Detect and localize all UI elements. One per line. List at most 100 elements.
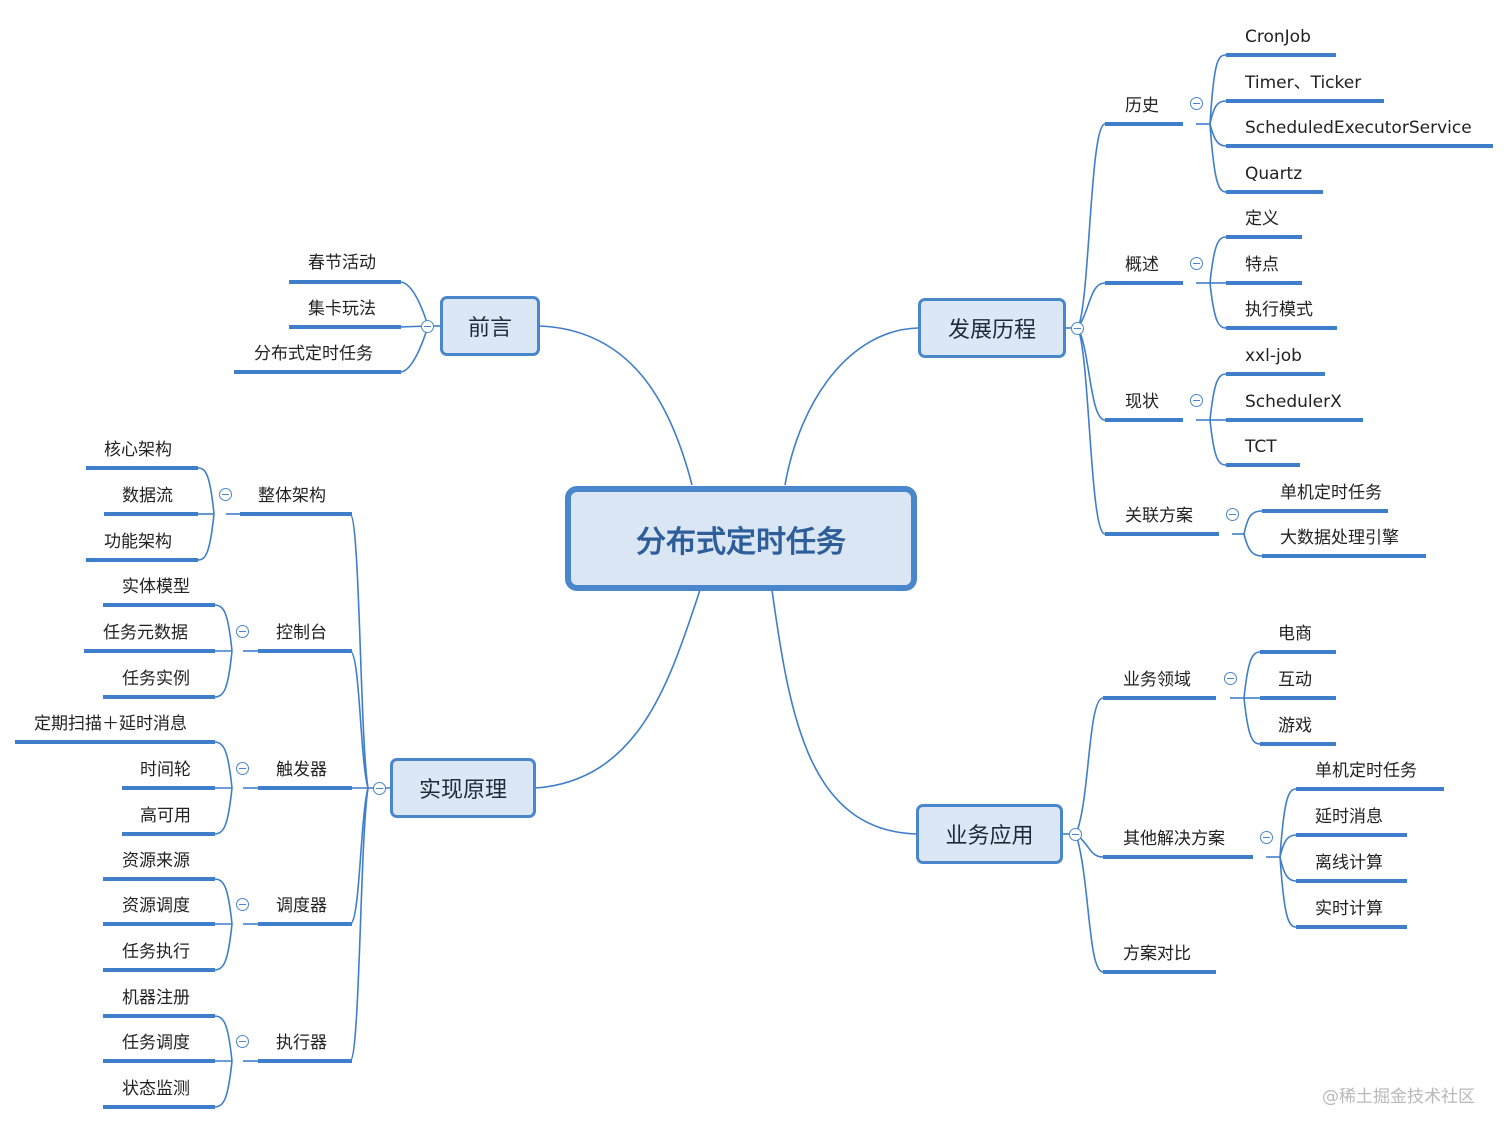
leaf-xxl-job[interactable]: xxl-job (1245, 346, 1302, 366)
underline (1260, 742, 1336, 746)
leaf-preface-1[interactable]: 春节活动 (308, 253, 376, 273)
topic-preface[interactable]: 前言 (440, 296, 540, 356)
topic-application[interactable]: 业务应用 (916, 804, 1063, 864)
topic-principle[interactable]: 实现原理 (390, 758, 536, 818)
subtopic-trigger[interactable]: 触发器 (276, 760, 327, 780)
leaf-definition[interactable]: 定义 (1245, 209, 1279, 229)
leaf-state-monitor[interactable]: 状态监测 (122, 1079, 190, 1099)
underline (103, 695, 215, 699)
subtopic-hist[interactable]: 历史 (1125, 96, 1159, 116)
underline (1262, 509, 1388, 513)
link-center-application (771, 589, 917, 835)
leaf-ha[interactable]: 高可用 (140, 806, 191, 826)
collapse-toggle-history[interactable] (1071, 322, 1084, 335)
collapse-toggle-principle[interactable] (373, 782, 386, 795)
leaf-entity-model[interactable]: 实体模型 (122, 577, 190, 597)
subtopic-console[interactable]: 控制台 (276, 623, 327, 643)
collapse-toggle-preface[interactable] (421, 320, 434, 333)
leaf-task-dispatch[interactable]: 任务调度 (122, 1033, 190, 1053)
collapse-toggle-executor[interactable] (236, 1035, 249, 1048)
subtopic-executor[interactable]: 执行器 (276, 1033, 327, 1053)
underline (103, 922, 215, 926)
leaf-res-source[interactable]: 资源来源 (122, 851, 190, 871)
collapse-toggle-other[interactable] (1260, 831, 1273, 844)
subtopic-compare[interactable]: 方案对比 (1123, 944, 1191, 964)
collapse-toggle-console[interactable] (236, 625, 249, 638)
leaf-task-meta[interactable]: 任务元数据 (103, 623, 188, 643)
leaf-func-arch[interactable]: 功能架构 (104, 532, 172, 552)
subtopic-status[interactable]: 现状 (1125, 392, 1159, 412)
leaf-offline-compute[interactable]: 离线计算 (1315, 853, 1383, 873)
leaf-exec-mode[interactable]: 执行模式 (1245, 300, 1313, 320)
leaf-quartz[interactable]: Quartz (1245, 164, 1303, 184)
underline (15, 740, 215, 744)
leaf-bigdata[interactable]: 大数据处理引擎 (1280, 528, 1399, 548)
underline (258, 922, 352, 926)
topic-history[interactable]: 发展历程 (918, 298, 1066, 358)
subtopic-related[interactable]: 关联方案 (1125, 506, 1193, 526)
collapse-toggle-arch[interactable] (219, 488, 232, 501)
subtopic-scheduler[interactable]: 调度器 (276, 896, 327, 916)
leaf-single-task[interactable]: 单机定时任务 (1280, 483, 1382, 503)
collapse-toggle-trigger[interactable] (236, 762, 249, 775)
leaf-ecommerce[interactable]: 电商 (1278, 624, 1312, 644)
subtopic-other[interactable]: 其他解决方案 (1123, 829, 1225, 849)
collapse-toggle-related[interactable] (1226, 508, 1239, 521)
link-h-related (1077, 327, 1106, 535)
leaf-realtime-compute[interactable]: 实时计算 (1315, 899, 1383, 919)
leaf-core-arch[interactable]: 核心架构 (104, 440, 172, 460)
leaf-tct[interactable]: TCT (1245, 437, 1277, 457)
underline (1226, 144, 1493, 148)
collapse-toggle-overview[interactable] (1190, 257, 1203, 270)
underline (1226, 53, 1336, 57)
leaf-app-single-task[interactable]: 单机定时任务 (1315, 761, 1417, 781)
collapse-toggle-scheduler[interactable] (236, 898, 249, 911)
underline (86, 558, 198, 562)
leaf-cronjob[interactable]: CronJob (1245, 27, 1311, 47)
underline (1105, 532, 1219, 536)
link-preface-3 (399, 325, 429, 373)
leaf-features[interactable]: 特点 (1245, 255, 1279, 275)
underline (1296, 925, 1407, 929)
leaf-scheduled[interactable]: ScheduledExecutorService (1245, 118, 1472, 138)
link-p-executor (349, 787, 369, 1062)
link-p-scheduler (349, 787, 369, 925)
underline (103, 1105, 215, 1109)
collapse-toggle-hist[interactable] (1190, 97, 1203, 110)
collapse-toggle-domain[interactable] (1224, 672, 1237, 685)
link-a-domain (1075, 697, 1104, 835)
subtopic-overview[interactable]: 概述 (1125, 255, 1159, 275)
underline (103, 603, 215, 607)
underline (289, 325, 401, 329)
link-h-status (1077, 327, 1106, 421)
leaf-delay-msg[interactable]: 延时消息 (1315, 807, 1383, 827)
underline (1226, 326, 1337, 330)
underline (103, 968, 215, 972)
leaf-dataflow[interactable]: 数据流 (122, 486, 173, 506)
underline (103, 1059, 215, 1063)
link-center-history (784, 327, 919, 486)
underline (103, 877, 215, 881)
underline (1105, 122, 1183, 126)
leaf-periodic-scan[interactable]: 定期扫描＋延时消息 (34, 714, 187, 734)
subtopic-arch[interactable]: 整体架构 (258, 486, 326, 506)
underline (1226, 235, 1302, 239)
leaf-preface-2[interactable]: 集卡玩法 (308, 299, 376, 319)
underline (1226, 372, 1325, 376)
leaf-interaction[interactable]: 互动 (1278, 670, 1312, 690)
collapse-toggle-status[interactable] (1190, 394, 1203, 407)
underline (289, 280, 401, 284)
leaf-game[interactable]: 游戏 (1278, 716, 1312, 736)
leaf-machine-reg[interactable]: 机器注册 (122, 988, 190, 1008)
collapse-toggle-application[interactable] (1069, 828, 1082, 841)
leaf-task-exec[interactable]: 任务执行 (122, 942, 190, 962)
subtopic-domain[interactable]: 业务领域 (1123, 670, 1191, 690)
leaf-task-instance[interactable]: 任务实例 (122, 669, 190, 689)
underline (103, 1014, 215, 1018)
leaf-preface-3[interactable]: 分布式定时任务 (254, 344, 373, 364)
leaf-schedulerx[interactable]: SchedulerX (1245, 392, 1342, 412)
leaf-timer[interactable]: Timer、Ticker (1245, 73, 1362, 93)
leaf-res-schedule[interactable]: 资源调度 (122, 896, 190, 916)
central-topic[interactable]: 分布式定时任务 (565, 486, 917, 591)
leaf-time-wheel[interactable]: 时间轮 (140, 760, 191, 780)
